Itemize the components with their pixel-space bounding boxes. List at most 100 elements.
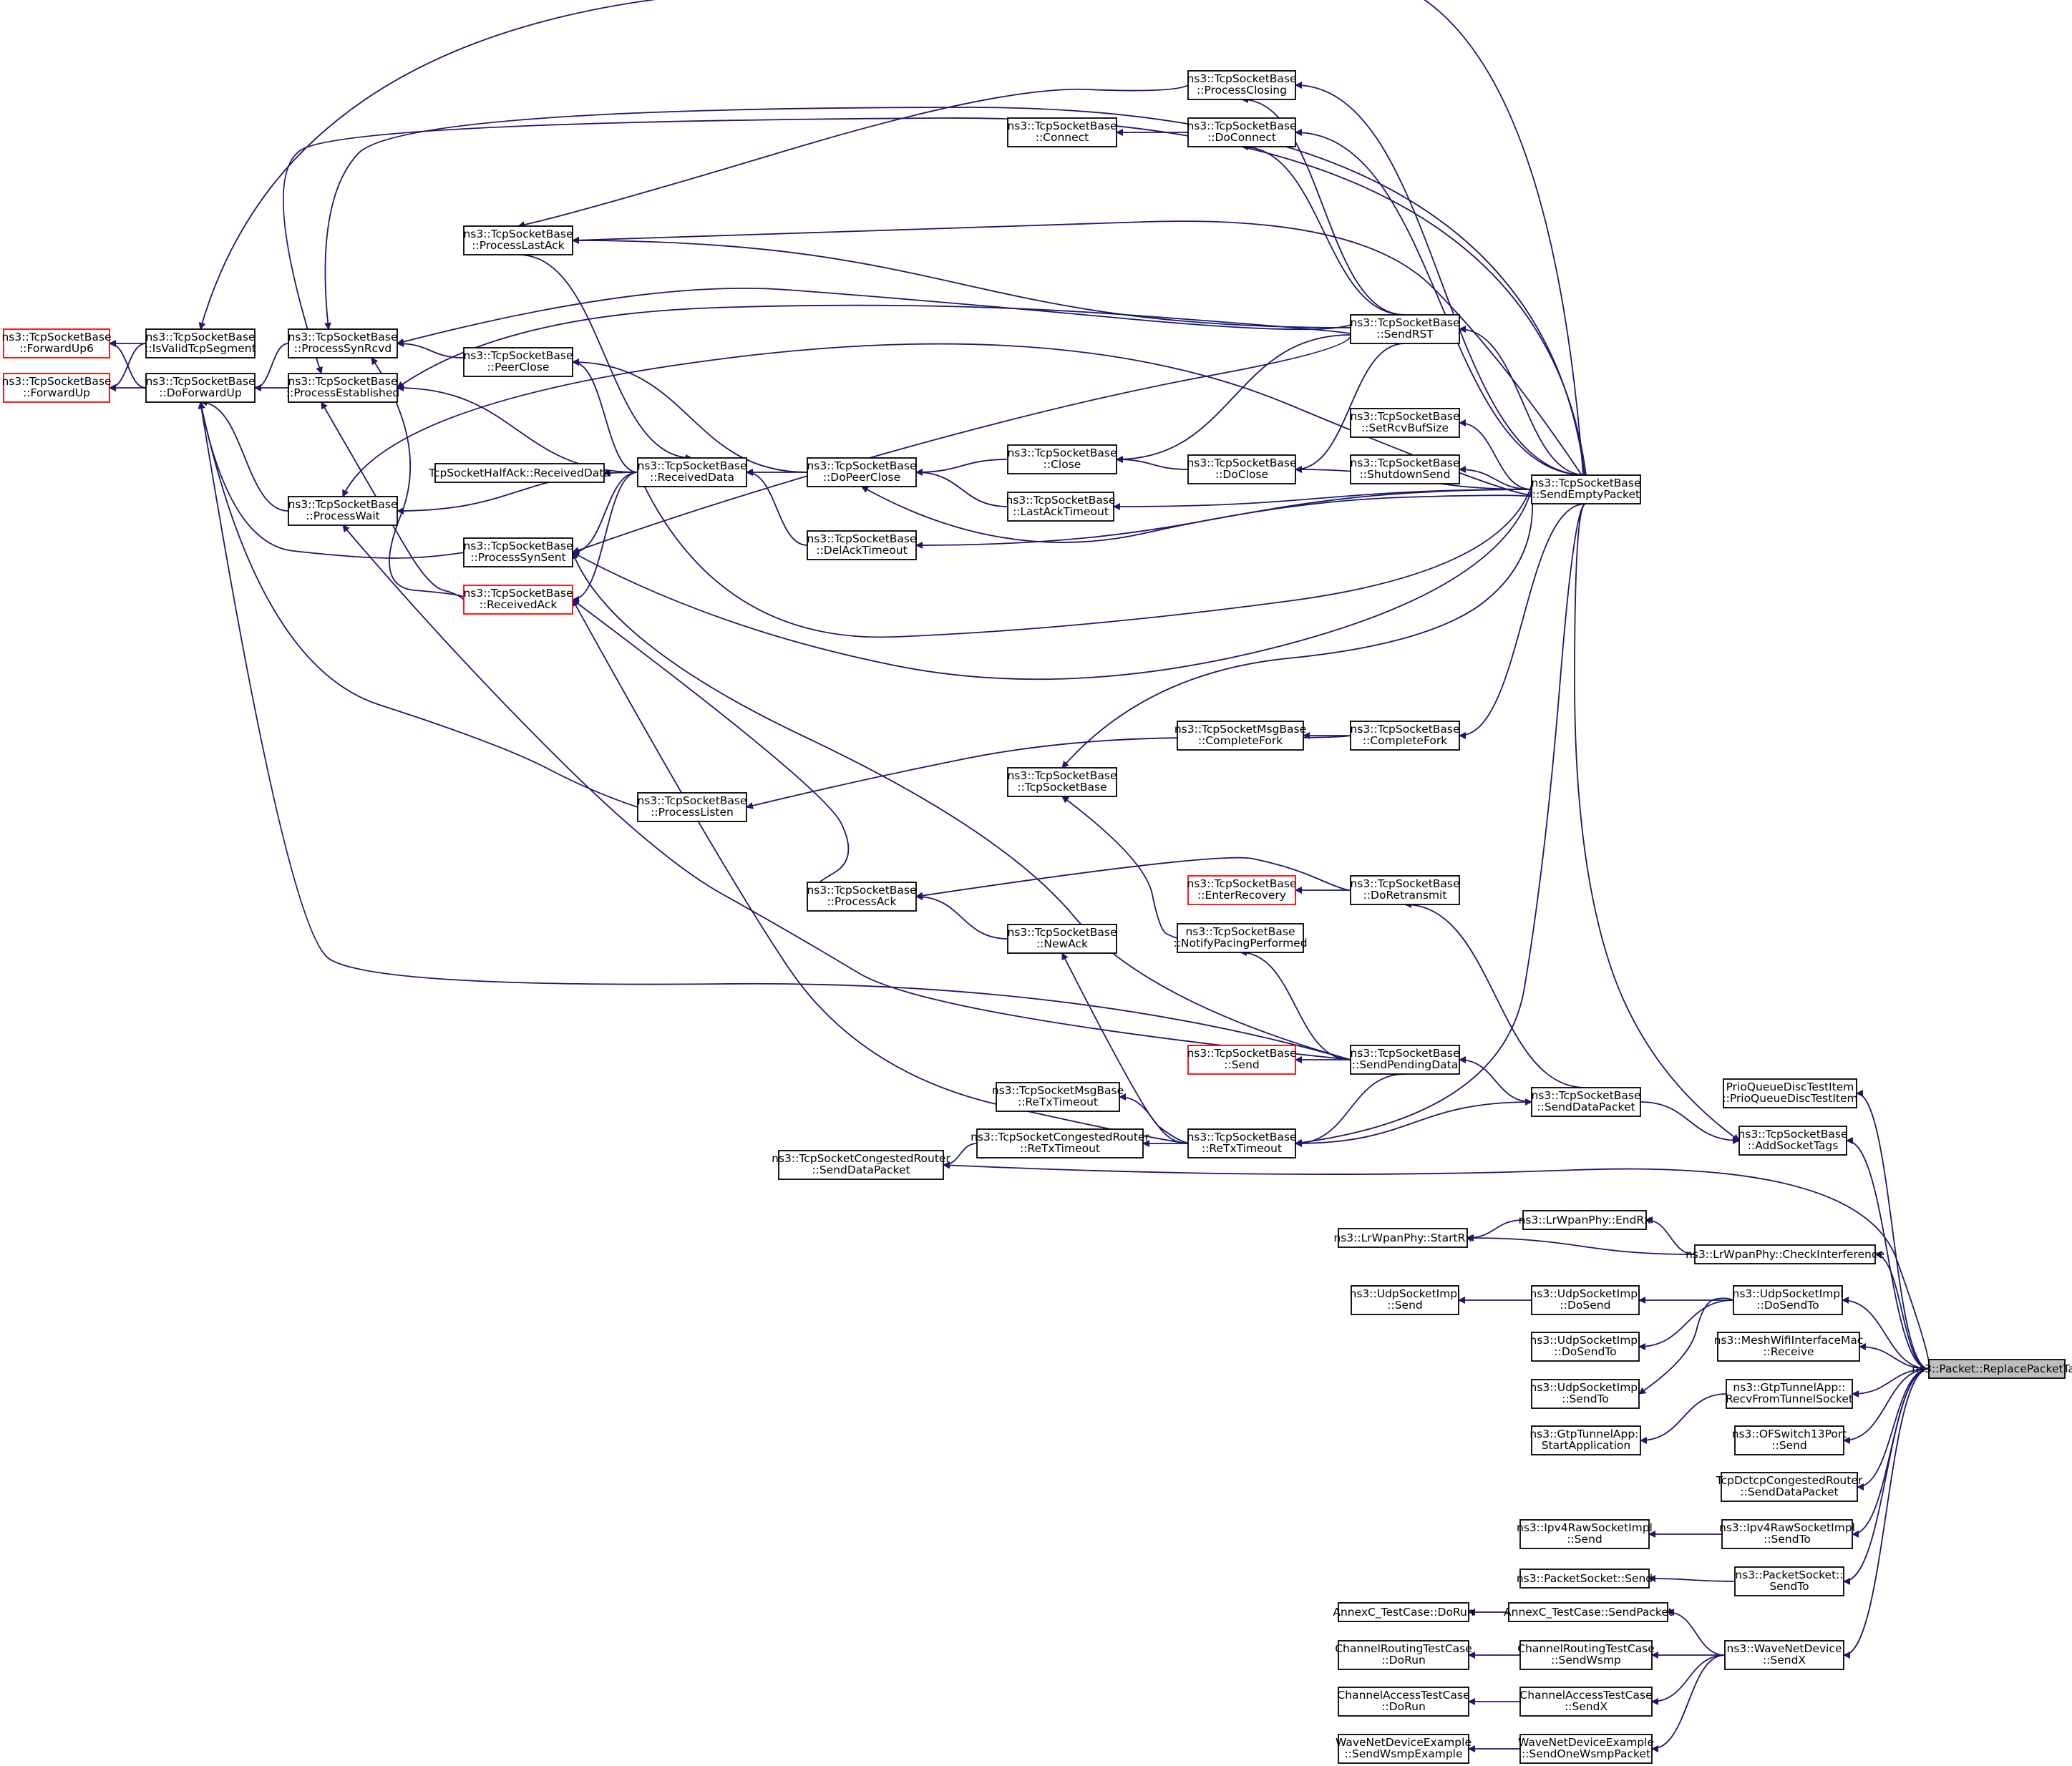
node-dopeerclose[interactable]: ns3::TcpSocketBase::DoPeerClose xyxy=(807,457,917,487)
node-delack[interactable]: ns3::TcpSocketBase::DelAckTimeout xyxy=(807,530,917,560)
node-synrcvd[interactable]: ns3::TcpSocketBase::ProcessSynRcvd xyxy=(288,328,398,358)
node-endrx[interactable]: ns3::LrWpanPhy::EndRx xyxy=(1519,1210,1651,1230)
node-box[interactable] xyxy=(1694,1244,1876,1264)
node-priotest[interactable]: PrioQueueDiscTestItem::PrioQueueDiscTest… xyxy=(1722,1078,1858,1108)
node-box[interactable] xyxy=(463,225,573,255)
node-receiveddata[interactable]: ns3::TcpSocketBase::ReceivedData xyxy=(637,457,747,487)
node-doclose[interactable]: ns3::TcpSocketBase::DoClose xyxy=(1187,454,1297,484)
node-box[interactable] xyxy=(3,328,110,358)
node-box[interactable] xyxy=(1187,1128,1296,1158)
node-box[interactable] xyxy=(288,373,398,403)
node-box[interactable] xyxy=(1928,1359,2066,1379)
node-box[interactable] xyxy=(1338,1734,1469,1764)
node-box[interactable] xyxy=(1721,1519,1853,1549)
node-box[interactable] xyxy=(637,792,747,822)
node-close[interactable]: ns3::TcpSocketBase::Close xyxy=(1007,444,1117,474)
node-box[interactable] xyxy=(1724,1640,1844,1670)
node-box[interactable] xyxy=(145,328,256,358)
node-box[interactable] xyxy=(1187,70,1296,100)
node-box[interactable] xyxy=(288,328,398,358)
node-box[interactable] xyxy=(1726,1379,1853,1409)
node-box[interactable] xyxy=(1007,492,1114,522)
node-box[interactable] xyxy=(1519,1640,1653,1670)
node-box[interactable] xyxy=(976,1128,1144,1158)
node-box[interactable] xyxy=(807,882,917,912)
node-chaccsend[interactable]: ChannelAccessTestCase::SendX xyxy=(1519,1687,1653,1717)
node-waveex_one[interactable]: WaveNetDeviceExample::SendOneWsmpPacket xyxy=(1518,1734,1654,1764)
node-sendrst[interactable]: ns3::TcpSocketBase::SendRST xyxy=(1350,314,1460,344)
node-isvalid[interactable]: ns3::TcpSocketBase::IsValidTcpSegment xyxy=(145,328,256,358)
node-tcpsocketbase[interactable]: ns3::TcpSocketBase::TcpSocketBase xyxy=(1007,767,1117,797)
node-congretx[interactable]: ns3::TcpSocketCongestedRouter::ReTxTimeo… xyxy=(971,1128,1149,1158)
node-processlisten[interactable]: ns3::TcpSocketBase::ProcessListen xyxy=(637,792,747,822)
node-retx[interactable]: ns3::TcpSocketBase::ReTxTimeout xyxy=(1187,1128,1297,1158)
node-box[interactable] xyxy=(807,530,917,560)
node-dctcp[interactable]: TcpDctcpCongestedRouter::SendDataPacket xyxy=(1716,1472,1863,1502)
node-box[interactable] xyxy=(145,373,256,403)
node-box[interactable] xyxy=(1007,924,1117,954)
node-waveex_wsmp[interactable]: WaveNetDeviceExample::SendWsmpExample xyxy=(1336,1734,1472,1764)
node-chaccrun[interactable]: ChannelAccessTestCase::DoRun xyxy=(1337,1687,1470,1717)
node-processack[interactable]: ns3::TcpSocketBase::ProcessAck xyxy=(807,882,917,912)
node-box[interactable] xyxy=(1733,1285,1843,1315)
node-send[interactable]: ns3::TcpSocketBase::Send xyxy=(1187,1045,1297,1075)
node-receivedack[interactable]: ns3::TcpSocketBase::ReceivedAck xyxy=(463,585,573,615)
node-box[interactable] xyxy=(778,1150,944,1180)
node-established[interactable]: ns3::TcpSocketBase::ProcessEstablished xyxy=(286,373,399,403)
node-fwdup6[interactable]: ns3::TcpSocketBase::ForwardUp6 xyxy=(1,328,112,358)
node-startrx[interactable]: ns3::LrWpanPhy::StartRx xyxy=(1333,1228,1472,1248)
node-udpdosendto_r[interactable]: ns3::UdpSocketImpl::DoSendTo xyxy=(1733,1285,1844,1315)
node-box[interactable] xyxy=(3,373,110,403)
node-box[interactable] xyxy=(1177,923,1304,953)
node-lastacktimeout[interactable]: ns3::TcpSocketBase::LastAckTimeout xyxy=(1006,492,1116,522)
node-shutdownsend[interactable]: ns3::TcpSocketBase::ShutdownSend xyxy=(1350,454,1460,484)
node-lastack[interactable]: ns3::TcpSocketBase::ProcessLastAck xyxy=(463,225,573,255)
node-wavesendx[interactable]: ns3::WaveNetDevice::SendX xyxy=(1724,1640,1844,1670)
node-box[interactable] xyxy=(1187,117,1296,147)
node-enterrecovery[interactable]: ns3::TcpSocketBase::EnterRecovery xyxy=(1187,875,1297,905)
node-box[interactable] xyxy=(1508,1602,1668,1622)
node-box[interactable] xyxy=(1338,1228,1468,1248)
node-peerclose[interactable]: ns3::TcpSocketBase::PeerClose xyxy=(463,347,573,377)
node-box[interactable] xyxy=(288,496,398,526)
node-fwdup[interactable]: ns3::TcpSocketBase::ForwardUp xyxy=(1,373,112,403)
node-box[interactable] xyxy=(1187,875,1296,905)
node-box[interactable] xyxy=(1522,1210,1647,1230)
node-box[interactable] xyxy=(1721,1472,1858,1502)
node-gtpstart[interactable]: ns3::GtpTunnelApp::StartApplication xyxy=(1529,1425,1643,1455)
node-gtprecv[interactable]: ns3::GtpTunnelApp::RecvFromTunnelSocket xyxy=(1726,1379,1853,1409)
node-connect[interactable]: ns3::TcpSocketBase::Connect xyxy=(1007,117,1117,147)
node-doretransmit[interactable]: ns3::TcpSocketBase::DoRetransmit xyxy=(1350,875,1460,905)
node-box[interactable] xyxy=(1338,1640,1469,1670)
node-congsend[interactable]: ns3::TcpSocketCongestedRouter::SendDataP… xyxy=(772,1150,950,1180)
node-ipv4sendto[interactable]: ns3::Ipv4RawSocketImpl::SendTo xyxy=(1719,1519,1855,1549)
node-ofsend[interactable]: ns3::OFSwitch13Port::Send xyxy=(1732,1425,1847,1455)
node-pktsend[interactable]: ns3::PacketSocket::Send xyxy=(1517,1569,1653,1589)
node-box[interactable] xyxy=(1007,444,1117,474)
node-box[interactable] xyxy=(1531,1332,1640,1362)
node-box[interactable] xyxy=(1338,1687,1469,1717)
node-udpsend[interactable]: ns3::UdpSocketImpl::Send xyxy=(1350,1285,1461,1315)
node-root[interactable]: ns3::Packet::ReplacePacketTag xyxy=(1912,1359,2072,1379)
node-checkinterference[interactable]: ns3::LrWpanPhy::CheckInterference xyxy=(1686,1244,1884,1264)
node-sendempty[interactable]: ns3::TcpSocketBase::SendEmptyPacket xyxy=(1531,474,1641,504)
node-setrcvbuf[interactable]: ns3::TcpSocketBase::SetRcvBufSize xyxy=(1350,408,1460,438)
node-box[interactable] xyxy=(1734,1566,1844,1596)
node-doconnect[interactable]: ns3::TcpSocketBase::DoConnect xyxy=(1187,117,1297,147)
node-box[interactable] xyxy=(1531,1379,1640,1409)
node-box[interactable] xyxy=(1519,1734,1653,1764)
node-box[interactable] xyxy=(1187,1045,1296,1075)
node-box[interactable] xyxy=(1350,875,1460,905)
node-box[interactable] xyxy=(1177,721,1304,751)
node-chroutsend[interactable]: ChannelRoutingTestCase::SendWsmp xyxy=(1517,1640,1655,1670)
node-halfack[interactable]: TcpSocketHalfAck::ReceivedData xyxy=(428,463,611,483)
node-box[interactable] xyxy=(1717,1332,1860,1362)
node-box[interactable] xyxy=(1007,117,1117,147)
node-box[interactable] xyxy=(1187,454,1296,484)
node-box[interactable] xyxy=(463,585,573,615)
node-annexrun[interactable]: AnnexC_TestCase::DoRun xyxy=(1333,1602,1474,1622)
node-box[interactable] xyxy=(1350,408,1460,438)
node-pktsendto[interactable]: ns3::PacketSocket::SendTo xyxy=(1734,1566,1844,1596)
node-box[interactable] xyxy=(463,537,573,567)
node-box[interactable] xyxy=(1734,1425,1844,1455)
